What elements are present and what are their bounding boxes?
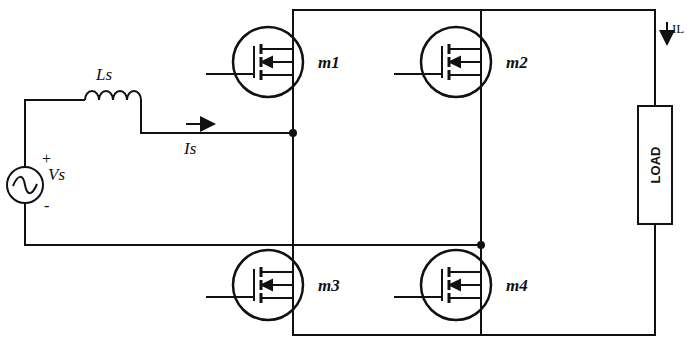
switch-label: m2	[506, 54, 528, 71]
junction-dot	[478, 242, 484, 248]
mosfet-arrow	[450, 57, 460, 67]
mosfet-leads	[449, 272, 481, 298]
source-wire	[141, 100, 293, 133]
current-label: Is	[184, 140, 196, 157]
mosfet-group	[206, 27, 491, 320]
inductor-label: Ls	[96, 66, 112, 83]
mosfet-circle	[233, 250, 303, 320]
switch-label: m1	[318, 54, 340, 71]
mosfet-leads	[449, 49, 481, 75]
switch-label: m4	[506, 277, 528, 294]
switch-label: m3	[318, 277, 340, 294]
mosfet-circle	[421, 250, 491, 320]
ac-source-wave	[13, 177, 37, 193]
mosfet-gate	[206, 269, 254, 301]
junction-dot	[290, 130, 296, 136]
mosfet-arrow	[262, 57, 272, 67]
current-arrow	[666, 22, 668, 44]
current-label: IL	[672, 22, 684, 35]
mosfet-leads	[261, 49, 293, 75]
mosfet-circle	[233, 27, 303, 97]
bridge-wire	[293, 10, 655, 335]
mosfet-gate	[394, 269, 442, 301]
mosfet-arrow	[450, 280, 460, 290]
source-wire	[25, 100, 85, 167]
load-box: LOAD	[637, 105, 673, 225]
load-label: LOAD	[648, 147, 663, 184]
ac-source-symbol	[7, 167, 43, 203]
source-label: Vs	[48, 166, 65, 183]
mosfet-leads	[261, 272, 293, 298]
inductor-symbol	[85, 91, 141, 100]
polarity-sign: +	[42, 151, 51, 167]
source-wire	[25, 203, 481, 245]
mosfet-gate	[206, 46, 254, 78]
mosfet-circle	[421, 27, 491, 97]
mosfet-arrow	[262, 280, 272, 290]
mosfet-gate	[394, 46, 442, 78]
current-arrow	[186, 123, 214, 125]
polarity-sign: -	[44, 198, 49, 214]
